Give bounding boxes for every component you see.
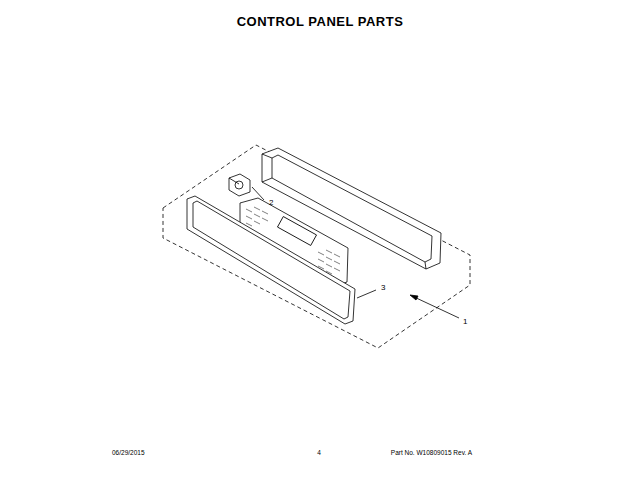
- leader-line: [412, 296, 459, 318]
- control-knob-part: [229, 174, 250, 196]
- callout-number: 2: [269, 199, 273, 208]
- footer-date: 06/29/2015: [112, 449, 145, 456]
- leader-line: [357, 290, 376, 298]
- callout-number: 3: [381, 284, 385, 293]
- front-glass-panel: [187, 196, 355, 324]
- diagram-title: CONTROL PANEL PARTS: [237, 15, 404, 29]
- part-number: Part No. W10809015 Rev. A: [391, 449, 472, 456]
- callout-number: 1: [463, 318, 467, 327]
- leader-line: [252, 187, 264, 200]
- page-number: 4: [317, 449, 321, 456]
- leader-arrowhead: [410, 295, 418, 300]
- assembly-outline: [163, 145, 470, 348]
